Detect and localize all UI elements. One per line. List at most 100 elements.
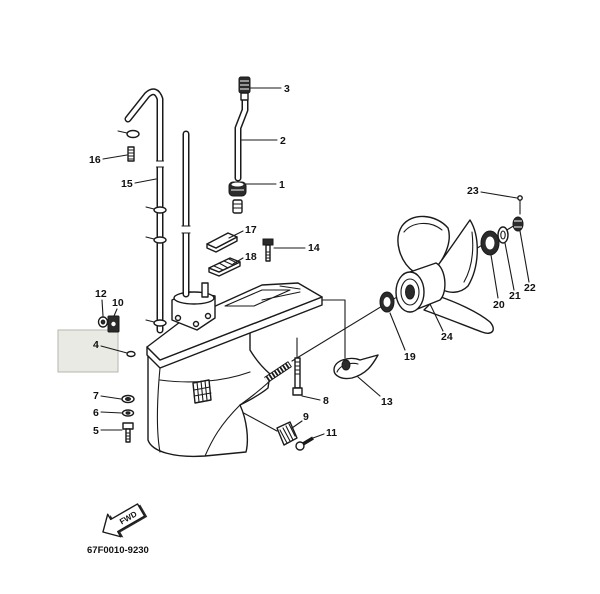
bolt-head xyxy=(295,441,305,451)
callout-label-18: 18 xyxy=(245,251,257,263)
forward-direction-arrow: FWD xyxy=(102,503,148,538)
bolt-head xyxy=(122,422,134,430)
shift-rod-core xyxy=(236,98,247,180)
propeller-shaft-splines xyxy=(264,361,292,383)
hose-clamp-ring xyxy=(126,129,140,139)
leader-line-18 xyxy=(232,257,244,265)
spring-washer xyxy=(121,409,135,417)
shift-rod-cap xyxy=(238,76,251,101)
clamp-tab xyxy=(145,206,155,210)
callout-label-14: 14 xyxy=(308,242,320,254)
callout-label-23: 23 xyxy=(467,185,479,197)
rubber-block-face xyxy=(208,257,241,273)
propeller-hub-ring xyxy=(400,278,420,306)
leader-line-13 xyxy=(357,376,381,397)
water-intake-slots xyxy=(193,380,212,403)
callout-label-20: 20 xyxy=(493,299,505,311)
leader-line-8 xyxy=(301,395,321,401)
leader-line-6 xyxy=(100,411,123,414)
bolt-threads xyxy=(294,361,301,375)
drive-shaft-break-ends xyxy=(181,225,191,234)
tube-screw-body xyxy=(127,146,135,162)
retainer-clip xyxy=(107,315,120,333)
propeller-blade-lower xyxy=(423,295,494,334)
cotter-pin xyxy=(517,195,523,215)
spacer-washer xyxy=(480,230,500,256)
trim-tab-bolt xyxy=(341,359,351,371)
bolt-head xyxy=(292,387,303,396)
clip-hole xyxy=(111,321,116,327)
propeller-blade-upper xyxy=(397,215,450,273)
shift-rod xyxy=(234,96,249,182)
washer-ring-small xyxy=(497,226,509,244)
callout-label-2: 2 xyxy=(280,135,286,147)
anode-hatch xyxy=(279,423,296,444)
gearcase-front-edge xyxy=(156,367,161,453)
callout-label-15: 15 xyxy=(121,178,133,190)
callout-label-24: 24 xyxy=(441,331,453,343)
drive-shaft-break xyxy=(180,226,192,233)
bolt-threads xyxy=(125,432,131,440)
washer-hole xyxy=(125,397,131,401)
washer-hole xyxy=(100,319,106,325)
drive-shaft xyxy=(180,130,192,298)
rubber-block-hatch xyxy=(213,258,238,271)
callout-label-16: 16 xyxy=(89,154,101,166)
small-washer xyxy=(97,316,109,328)
water-tube-bore xyxy=(126,89,162,332)
callout-label-10: 10 xyxy=(112,297,124,309)
trim-tab-alignment-line xyxy=(321,299,346,359)
bolt-shank xyxy=(265,244,271,262)
housing-bolt xyxy=(174,314,182,322)
callout-label-11: 11 xyxy=(326,427,337,439)
leader-line-7 xyxy=(100,395,122,400)
torpedo-ridge xyxy=(239,380,271,406)
water-tube xyxy=(124,88,166,334)
propeller-hub-bore xyxy=(405,284,415,300)
cap-ribs xyxy=(240,80,249,90)
tube-clamp-lower xyxy=(145,319,167,327)
callout-label-5: 5 xyxy=(93,425,99,437)
spacer-block-face xyxy=(206,232,238,249)
callout-label-21: 21 xyxy=(509,290,521,302)
clamp-ring xyxy=(153,236,167,244)
callout-labels: 1 2 3 4 5 6 7 8 9 10 11 12 13 14 15 16 1… xyxy=(89,83,536,439)
bolt-threads xyxy=(265,251,271,259)
leader-line-20 xyxy=(490,254,499,299)
gearcase-bolt xyxy=(122,422,134,443)
propeller-blade-edge xyxy=(403,222,474,283)
callout-label-12: 12 xyxy=(95,288,107,300)
leader-lines xyxy=(100,87,530,439)
callout-label-8: 8 xyxy=(323,395,329,407)
clamp-tab xyxy=(145,236,155,240)
bolt-head xyxy=(262,238,274,246)
castle-nut xyxy=(512,216,524,232)
callout-label-17: 17 xyxy=(245,224,257,236)
callout-label-3: 3 xyxy=(284,83,290,95)
housing-bolt xyxy=(204,312,212,320)
connector-body xyxy=(232,199,243,214)
leader-line-10 xyxy=(113,308,118,317)
callout-label-22: 22 xyxy=(524,282,536,294)
nut-slots xyxy=(514,220,522,228)
spacer-block xyxy=(206,232,238,253)
tube-screw xyxy=(127,146,135,162)
housing-bolt xyxy=(192,320,200,328)
washer-hole xyxy=(125,411,131,415)
leader-line-17 xyxy=(228,230,244,239)
leader-line-15 xyxy=(134,178,157,184)
mounting-bolt xyxy=(262,238,274,262)
callout-label-7: 7 xyxy=(93,390,99,402)
callout-label-4: 4 xyxy=(93,339,99,351)
tube-clamp-middle xyxy=(145,236,167,244)
water-tube-break xyxy=(154,161,166,167)
clamp-ring xyxy=(153,319,167,327)
callout-label-19: 19 xyxy=(404,351,416,363)
leader-line-16 xyxy=(102,154,128,160)
gearcase xyxy=(146,282,323,458)
bolt-shank xyxy=(302,436,314,446)
ring-outer xyxy=(497,226,509,244)
seal xyxy=(126,350,136,358)
leader-line-4 xyxy=(100,345,128,354)
washer-hole xyxy=(485,236,495,250)
